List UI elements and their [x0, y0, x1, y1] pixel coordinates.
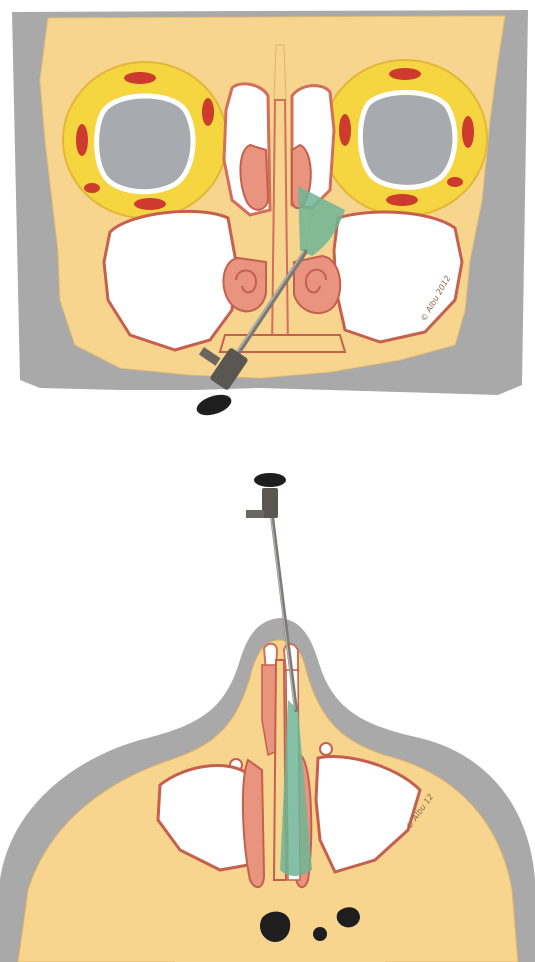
- right-medial-muscle: [339, 114, 351, 146]
- axial-section-panel: © Albu 12: [0, 460, 535, 962]
- right-inferior-muscle: [386, 194, 418, 206]
- left-superior-muscle: [124, 72, 156, 84]
- nasal-septum: [272, 100, 288, 350]
- right-nasolacrimal-duct: [320, 743, 332, 755]
- right-oblique-muscle: [447, 177, 463, 187]
- crista-galli: [274, 45, 286, 100]
- coronal-section-illustration: © Albu 2012: [0, 0, 535, 430]
- right-globe: [360, 92, 455, 187]
- left-inferior-muscle: [134, 198, 166, 210]
- right-inferior-turbinate: [294, 256, 340, 313]
- left-inferior-turbinate: [223, 258, 266, 311]
- endoscope-eyepiece: [194, 391, 234, 419]
- right-lateral-muscle: [462, 116, 474, 148]
- axial-endoscope-body: [262, 488, 278, 518]
- left-lateral-muscle: [76, 124, 88, 156]
- axial-endoscope-eyepiece: [254, 473, 286, 487]
- axial-endoscope-light-post: [246, 510, 264, 518]
- coronal-section-panel: © Albu 2012: [0, 0, 535, 430]
- left-globe: [97, 96, 193, 192]
- left-medial-muscle: [202, 98, 214, 126]
- right-superior-muscle: [389, 68, 421, 80]
- left-oblique-muscle: [84, 183, 100, 193]
- axial-section-illustration: © Albu 12: [0, 460, 535, 962]
- sphenoid-cavity-center: [313, 927, 327, 941]
